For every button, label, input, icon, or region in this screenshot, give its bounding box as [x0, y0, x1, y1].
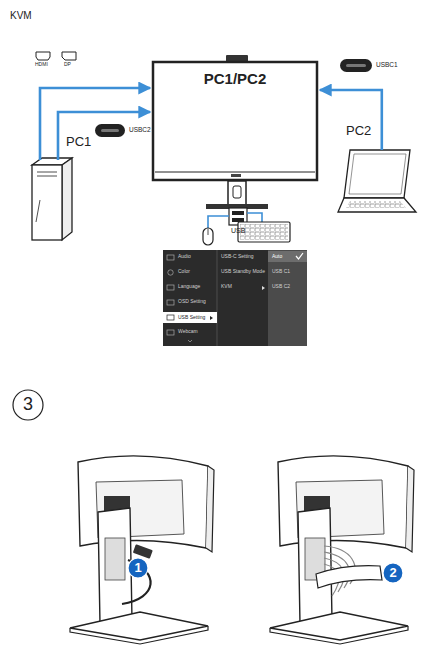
monitor-logo — [231, 174, 241, 177]
dp-icon — [62, 52, 76, 60]
menu-item: Language — [178, 284, 200, 290]
hdmi-icon — [36, 52, 50, 60]
stand-hole — [233, 186, 241, 198]
menu-item: USB-C Setting — [221, 254, 254, 260]
cable-cover — [316, 566, 382, 588]
port-label: USBC1 — [376, 61, 398, 68]
cable-plug — [133, 544, 153, 559]
node-text: PC1 — [66, 135, 91, 149]
osd-icon — [167, 285, 174, 290]
monitor-rear — [270, 456, 414, 644]
osd-arrow — [210, 316, 213, 320]
osd-scroll — [188, 340, 192, 342]
osd-icon — [167, 330, 174, 335]
tower-drive — [37, 176, 57, 177]
laptop-base — [338, 198, 416, 212]
menu-item: USB C2 — [272, 284, 290, 290]
osd-check — [296, 253, 303, 259]
menu-item: USB Setting — [178, 315, 205, 321]
osd-menu — [163, 250, 307, 346]
monitor-bezel — [155, 172, 315, 173]
tower-detail — [36, 200, 40, 222]
usb-port — [232, 211, 244, 215]
usbc-port-icon — [95, 124, 125, 137]
step-number: 3 — [12, 389, 44, 421]
laptop: PC2 — [340, 150, 416, 212]
usb-wire — [247, 213, 262, 222]
osd-icon — [168, 270, 173, 275]
tower-front — [32, 165, 62, 240]
osd-selected — [268, 251, 307, 262]
laptop-screen — [344, 150, 410, 198]
laptop-keys — [346, 201, 406, 208]
usb-wire — [208, 216, 229, 228]
circle-shape — [13, 390, 43, 420]
osd-highlight — [163, 312, 217, 323]
port-label: USBC2 — [129, 126, 151, 133]
mouse-button — [208, 229, 209, 235]
menu-item: Color — [178, 269, 190, 275]
osd-icon — [167, 255, 174, 260]
menu-item: KVM — [221, 284, 232, 290]
node-text: 1 — [134, 561, 141, 575]
monitor-rear — [70, 456, 214, 644]
osd-icon — [167, 315, 174, 320]
menu-item: USB Standby Mode — [221, 269, 265, 275]
tower-drive — [37, 172, 57, 173]
menu-item: OSD Setting — [178, 299, 206, 305]
mouse — [203, 228, 213, 245]
monitor-screen: PC1/PC2 — [153, 62, 317, 180]
circle-shape — [128, 558, 148, 578]
osd-submenu — [268, 250, 307, 346]
keyboard-keys — [240, 224, 288, 240]
usbc-port-slot — [346, 64, 366, 67]
node-text: 3 — [23, 395, 33, 415]
diagram-title: KVM — [10, 10, 32, 21]
menu-item: Audio — [178, 254, 191, 260]
signal-arrow — [320, 90, 382, 150]
node-text: 2 — [389, 566, 396, 580]
port-label: HDMI — [35, 62, 48, 68]
laptop-display — [349, 154, 406, 194]
keyboard — [238, 222, 290, 242]
usbc-port-icon — [340, 59, 372, 72]
node-text: PC2 — [346, 124, 371, 138]
osd-arrow — [262, 286, 265, 290]
usb-hub: USB — [229, 208, 247, 225]
menu-item: Webcam — [178, 329, 198, 335]
callout-number: 2 — [382, 562, 404, 584]
monitor-frame — [153, 62, 317, 180]
osd-icons — [167, 255, 174, 335]
stand-neck — [228, 181, 246, 205]
circle-shape — [383, 563, 403, 583]
callout-number: 1 — [127, 557, 149, 579]
signal-arrow — [40, 88, 150, 160]
signal-arrow — [58, 112, 150, 160]
tower-side — [62, 158, 72, 240]
computer-tower: PC1 — [32, 160, 72, 240]
osd-divider — [217, 250, 218, 346]
node-text: PC1/PC2 — [204, 71, 267, 88]
menu-item: Auto — [272, 254, 282, 260]
osd-icon — [167, 300, 174, 305]
node-text: USB — [231, 227, 245, 235]
usbc-port-slot — [101, 129, 119, 132]
port-label: DP — [64, 62, 71, 68]
menu-item: USB C1 — [272, 269, 290, 275]
